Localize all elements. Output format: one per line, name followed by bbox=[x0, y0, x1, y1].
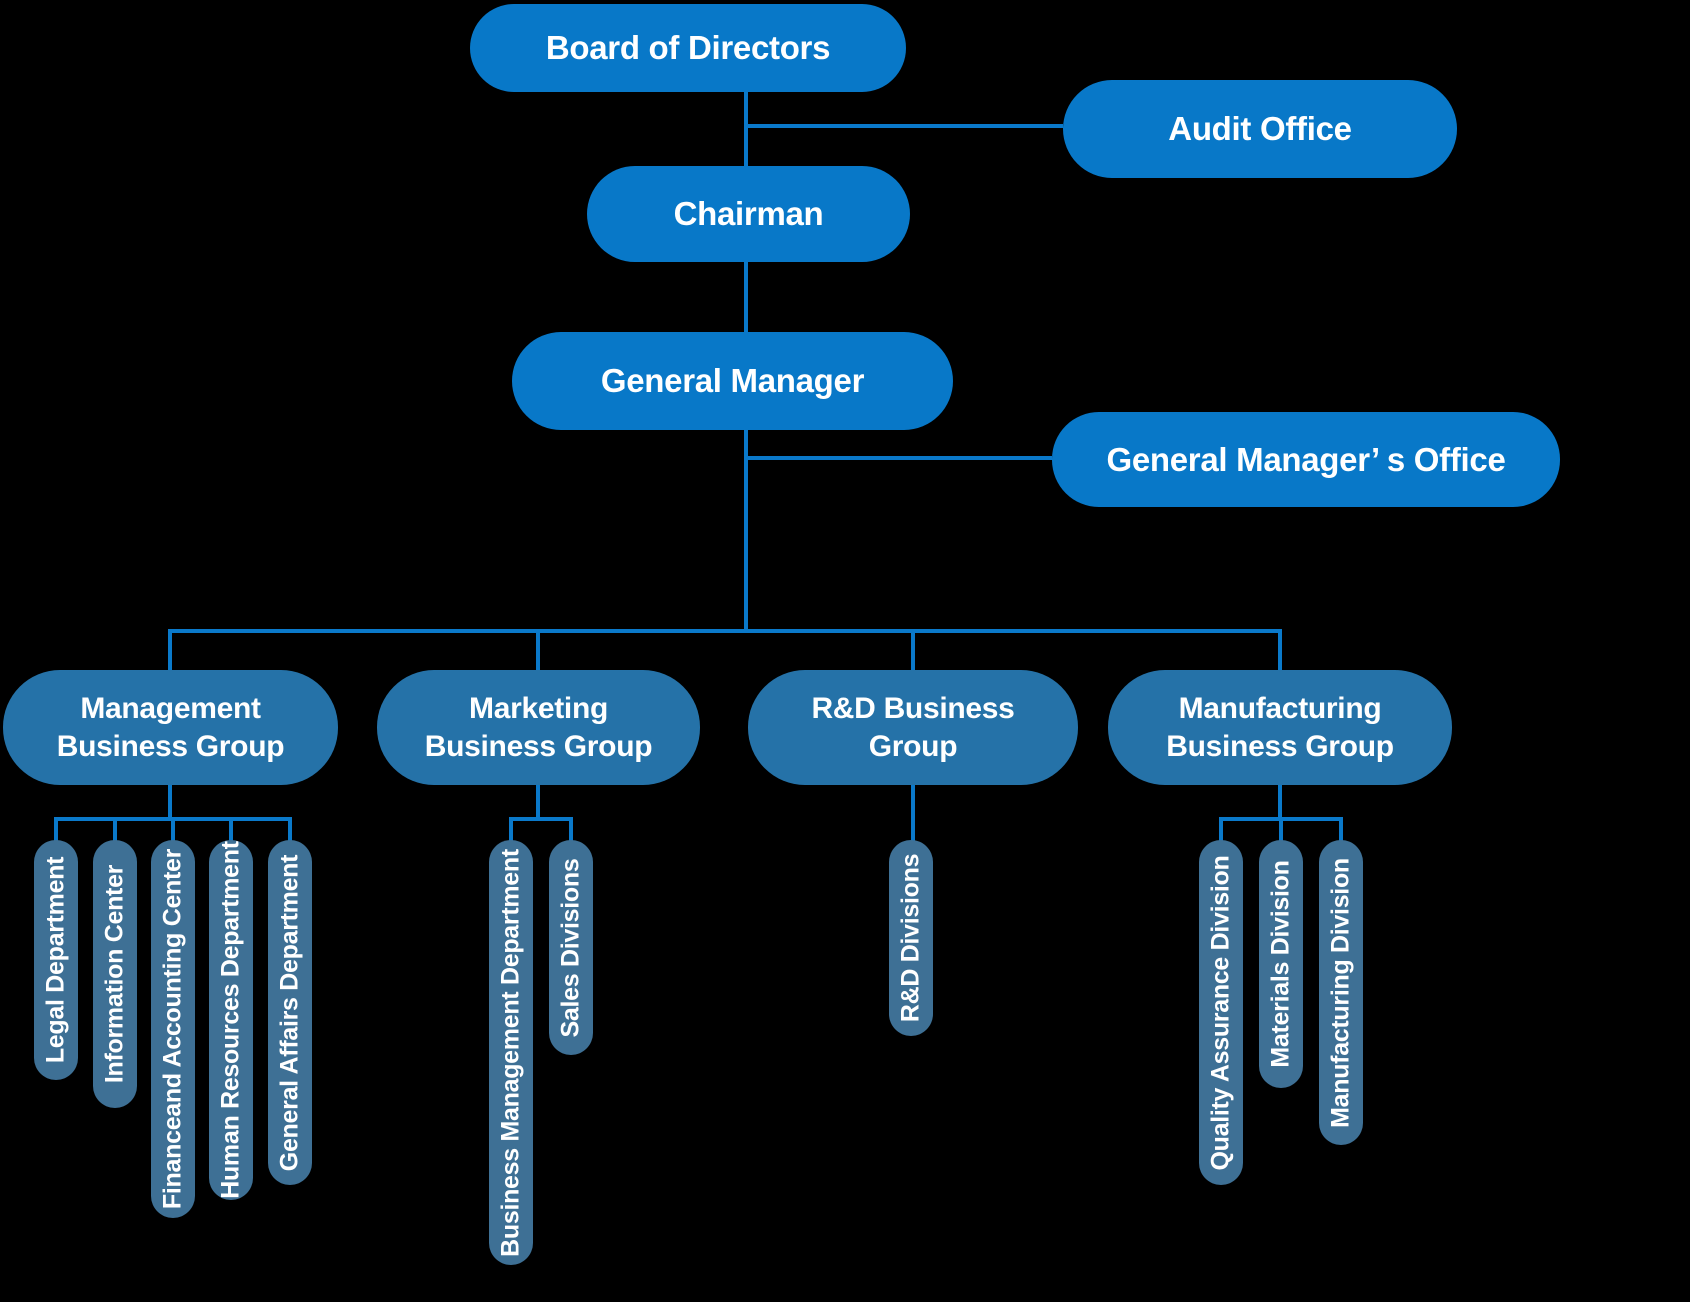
connector-marketing-bar bbox=[509, 817, 573, 821]
pill-label: Manufacturing Division bbox=[1326, 857, 1355, 1128]
node-chairman: Chairman bbox=[587, 166, 910, 262]
connector-drop-manufacturing bbox=[1278, 629, 1282, 672]
pill-quality-assurance-division: Quality Assurance Division bbox=[1199, 840, 1243, 1185]
connector-drop-rnd bbox=[911, 629, 915, 672]
group-label-line2: Business Group bbox=[1166, 729, 1394, 763]
pill-label: Legal Department bbox=[41, 856, 70, 1064]
node-label: Chairman bbox=[673, 195, 824, 232]
group-label-line1: R&D Business bbox=[811, 691, 1015, 725]
node-general-managers-office: General Manager’ s Office bbox=[1052, 412, 1560, 507]
pill-legal-department: Legal Department bbox=[34, 840, 78, 1080]
pill-label: Business Management Department bbox=[496, 848, 525, 1257]
connector-to-audit-office bbox=[744, 124, 1063, 128]
connector-stub bbox=[1279, 817, 1283, 842]
connector-chairman-gm bbox=[744, 262, 748, 334]
group-rnd-business: R&D Business Group bbox=[748, 670, 1078, 785]
pill-business-management-department: Business Management Department bbox=[489, 840, 533, 1265]
node-label: Audit Office bbox=[1168, 110, 1352, 147]
connector-manufacturing-stem bbox=[1278, 783, 1282, 819]
pill-label: Quality Assurance Division bbox=[1206, 855, 1235, 1170]
node-audit-office: Audit Office bbox=[1063, 80, 1457, 178]
connector-branch-bar bbox=[168, 629, 1282, 633]
pill-human-resources-department: Human Resources Department bbox=[209, 840, 253, 1200]
connector-stub bbox=[113, 817, 117, 842]
connector-stub bbox=[171, 817, 175, 842]
pill-information-center: Information Center bbox=[93, 840, 137, 1108]
node-board-of-directors: Board of Directors bbox=[470, 4, 906, 92]
pill-label: Information Center bbox=[100, 864, 129, 1084]
connector-gm-trunk bbox=[744, 430, 748, 631]
node-label: General Manager’ s Office bbox=[1106, 440, 1506, 478]
pill-label: R&D Divisions bbox=[896, 853, 925, 1023]
connector-stub bbox=[54, 817, 58, 842]
pill-label: Human Resources Department bbox=[216, 841, 245, 1199]
group-label-line2: Group bbox=[868, 729, 958, 763]
connector-management-stem bbox=[168, 783, 172, 819]
pill-general-affairs-department: General Affairs Department bbox=[268, 840, 312, 1185]
group-label-line1: Management bbox=[80, 691, 261, 725]
connector-to-gm-office bbox=[744, 456, 1052, 460]
pill-label: Materials Division bbox=[1266, 860, 1295, 1068]
node-label: Board of Directors bbox=[545, 29, 831, 66]
group-label-line2: Business Group bbox=[56, 729, 285, 763]
pill-finance-accounting-center: Financeand Accounting Center bbox=[151, 840, 195, 1218]
connector-stub bbox=[1219, 817, 1223, 842]
connector-stub bbox=[569, 817, 573, 842]
node-general-manager: General Manager bbox=[512, 332, 953, 430]
pill-materials-division: Materials Division bbox=[1259, 840, 1303, 1088]
pill-sales-divisions: Sales Divisions bbox=[549, 840, 593, 1055]
group-marketing-business: Marketing Business Group bbox=[377, 670, 700, 785]
pill-manufacturing-division: Manufacturing Division bbox=[1319, 840, 1363, 1145]
group-label-line1: Manufacturing bbox=[1178, 691, 1382, 725]
connector-rnd-stem bbox=[911, 783, 915, 842]
connector-stub bbox=[229, 817, 233, 842]
connector-stub bbox=[288, 817, 292, 842]
connector-drop-marketing bbox=[536, 629, 540, 672]
connector-drop-management bbox=[168, 629, 172, 672]
connector-marketing-stem bbox=[536, 783, 540, 819]
pill-label: Financeand Accounting Center bbox=[158, 848, 187, 1210]
connector-stub bbox=[509, 817, 513, 842]
group-label-line1: Marketing bbox=[469, 691, 608, 725]
group-manufacturing-business: Manufacturing Business Group bbox=[1108, 670, 1452, 785]
pill-rnd-divisions: R&D Divisions bbox=[889, 840, 933, 1036]
pill-label: General Affairs Department bbox=[275, 854, 304, 1171]
pill-label: Sales Divisions bbox=[556, 858, 585, 1037]
connector-board-chairman bbox=[744, 92, 748, 168]
node-label: General Manager bbox=[600, 362, 865, 399]
connector-stub bbox=[1339, 817, 1343, 842]
group-label-line2: Business Group bbox=[424, 729, 653, 763]
group-management-business: Management Business Group bbox=[3, 670, 338, 785]
